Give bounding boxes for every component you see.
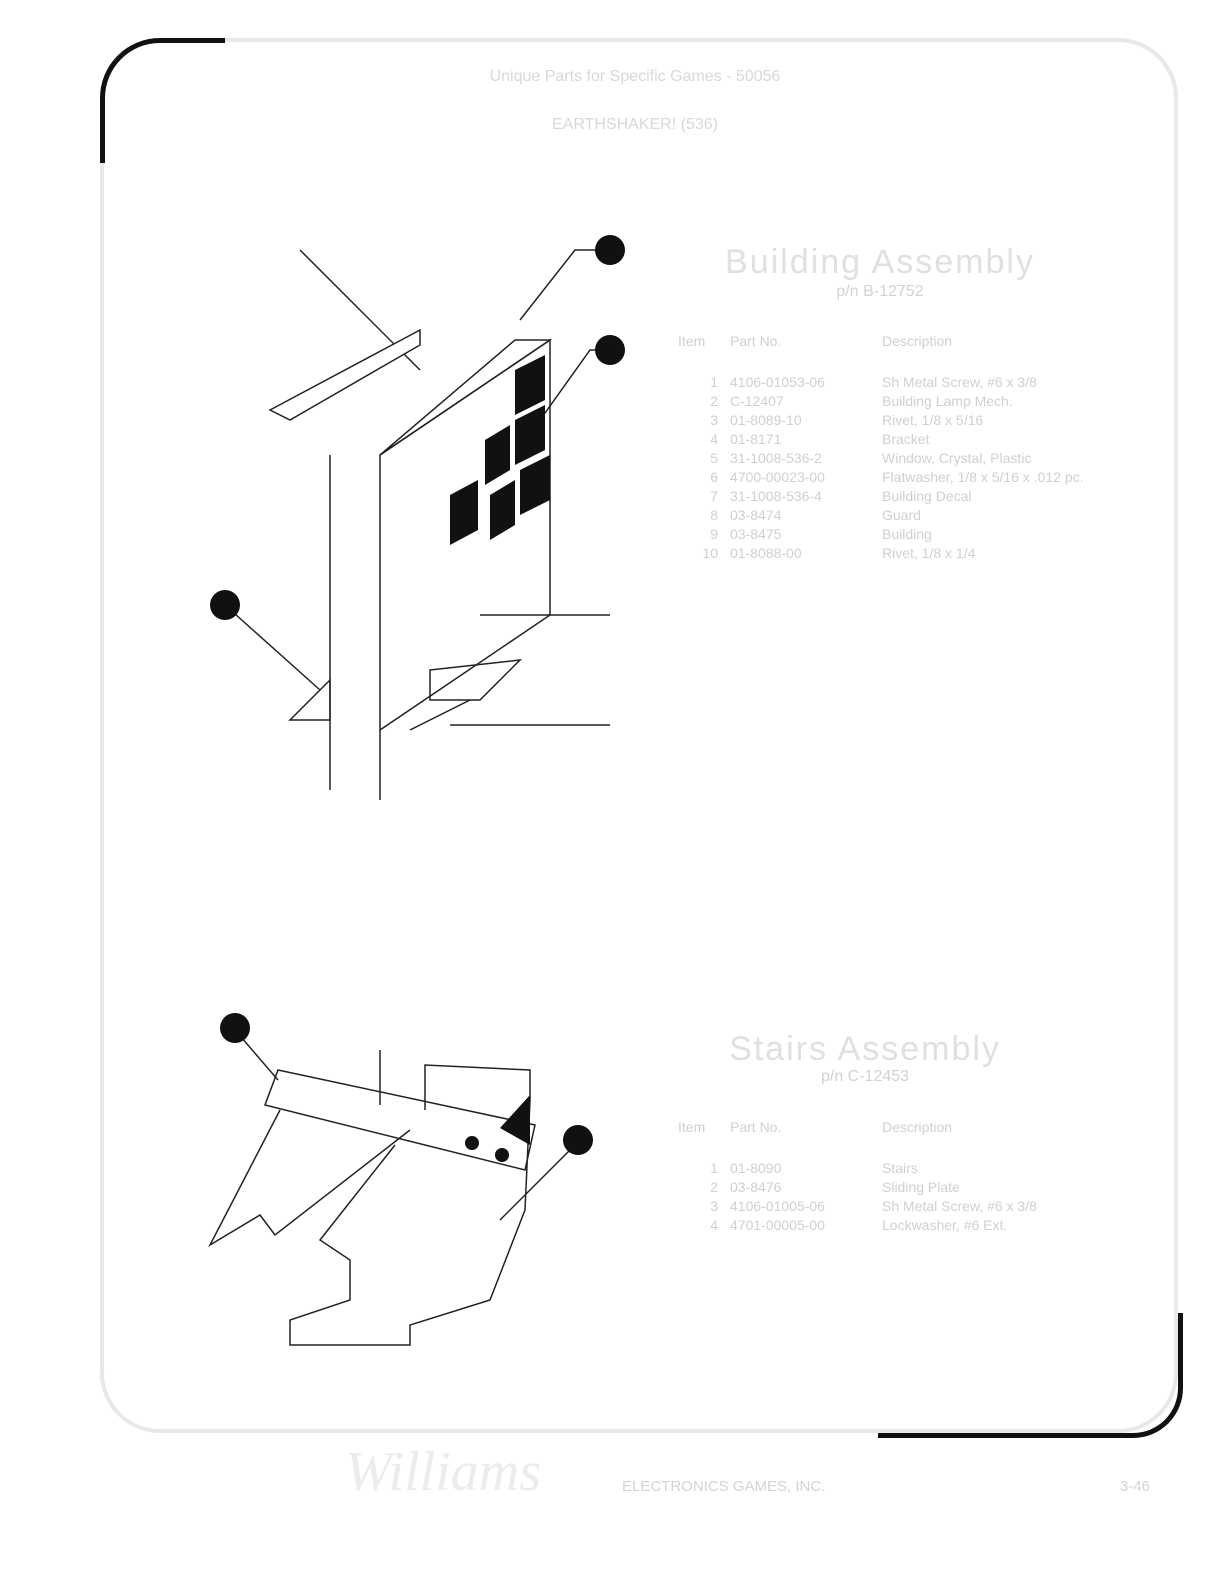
header-line-2: EARTHSHAKER! (536)	[552, 116, 718, 133]
item-number: 5	[710, 450, 718, 466]
item-number: 1	[710, 374, 718, 390]
description: Stairs	[882, 1160, 918, 1176]
building-parts-table: Item Part No. Description 1 4106-01053-06…	[672, 332, 1090, 563]
table-row: 6 4700-00023-00 Flatwasher, 1/8 x 5/16 x .…	[672, 468, 1090, 487]
table-header: Item Part No. Description	[672, 1118, 1043, 1159]
building-part-number: p/n B-12752	[836, 283, 924, 300]
part-number: 01-8089-10	[730, 412, 802, 428]
table-row: 5 31-1008-536-2 Window, Crystal, Plastic	[672, 449, 1090, 468]
building-assembly-diagram	[210, 235, 625, 800]
item-number: 3	[710, 412, 718, 428]
table-row: 8 03-8474 Guard	[672, 506, 1090, 525]
table-row: 1 4106-01053-06 Sh Metal Screw, #6 x 3/8	[672, 373, 1090, 392]
part-number: 31-1008-536-2	[730, 450, 822, 466]
item-number: 4	[710, 1217, 718, 1233]
description: Building Lamp Mech.	[882, 393, 1013, 409]
stairs-part-number: p/n C-12453	[820, 1068, 910, 1085]
item-number: 8	[710, 507, 718, 523]
table-row: 2 03-8476 Sliding Plate	[672, 1178, 1043, 1197]
border-corner-bottom-right	[878, 1313, 1183, 1438]
building-assembly-title: Building Assembly	[725, 243, 1035, 281]
description: Lockwasher, #6 Ext.	[882, 1217, 1008, 1233]
description: Sliding Plate	[882, 1179, 960, 1195]
stairs-parts-table: Item Part No. Description 1 01-8090 Stairs…	[672, 1118, 1043, 1235]
table-row: 9 03-8475 Building	[672, 525, 1090, 544]
part-number: 4700-00023-00	[730, 469, 825, 485]
header-line-1: Unique Parts for Specific Games - 50056	[489, 68, 781, 85]
item-number: 7	[710, 488, 718, 504]
description: Window, Crystal, Plastic	[882, 450, 1032, 466]
table-row: 2 C-12407 Building Lamp Mech.	[672, 392, 1090, 411]
item-number: 3	[710, 1198, 718, 1214]
description: Sh Metal Screw, #6 x 3/8	[882, 1198, 1037, 1214]
part-number: 31-1008-536-4	[730, 488, 822, 504]
footer-company: ELECTRONICS GAMES, INC.	[622, 1478, 826, 1495]
column-header-description: Description	[882, 333, 953, 349]
table-row: 1 01-8090 Stairs	[672, 1159, 1043, 1178]
stairs-assembly-title: Stairs Assembly	[729, 1030, 1001, 1068]
table-row: 10 01-8088-00 Rivet, 1/8 x 1/4	[672, 544, 1090, 563]
table-header: Item Part No. Description	[672, 332, 1090, 373]
part-number: 4106-01053-06	[730, 374, 825, 390]
part-number: 03-8475	[730, 526, 782, 542]
table-row: 4 01-8171 Bracket	[672, 430, 1090, 449]
border-corner-top-left	[100, 38, 225, 163]
williams-logo: Williams	[345, 1441, 542, 1503]
table-row: 4 4701-00005-00 Lockwasher, #6 Ext.	[672, 1216, 1043, 1235]
table-row: 7 31-1008-536-4 Building Decal	[672, 487, 1090, 506]
table-row: 3 4106-01005-06 Sh Metal Screw, #6 x 3/8	[672, 1197, 1043, 1216]
column-header-description: Description	[882, 1119, 953, 1135]
column-header-item: Item	[678, 333, 706, 349]
item-number: 4	[710, 431, 718, 447]
part-number: 03-8476	[730, 1179, 782, 1195]
item-number: 2	[710, 393, 718, 409]
column-header-part-no: Part No.	[730, 1119, 782, 1135]
part-number: 01-8088-00	[730, 545, 802, 561]
description: Building Decal	[882, 488, 972, 504]
description: Rivet, 1/8 x 5/16	[882, 412, 984, 428]
part-number: 4701-00005-00	[730, 1217, 825, 1233]
item-number: 10	[702, 545, 718, 561]
part-number: 4106-01005-06	[730, 1198, 825, 1214]
description: Flatwasher, 1/8 x 5/16 x .012 pc.	[882, 469, 1084, 485]
part-number: 01-8171	[730, 431, 782, 447]
item-number: 1	[710, 1160, 718, 1176]
page-border	[100, 38, 1178, 1433]
description: Rivet, 1/8 x 1/4	[882, 545, 976, 561]
page-number: 3-46	[1120, 1478, 1151, 1495]
column-header-part-no: Part No.	[730, 333, 782, 349]
description: Building	[882, 526, 932, 542]
item-number: 9	[710, 526, 718, 542]
description: Guard	[882, 507, 921, 523]
part-number: C-12407	[730, 393, 784, 409]
stairs-assembly-diagram	[208, 1013, 593, 1346]
part-number: 01-8090	[730, 1160, 782, 1176]
item-number: 2	[710, 1179, 718, 1195]
description: Bracket	[882, 431, 930, 447]
part-number: 03-8474	[730, 507, 782, 523]
table-row: 3 01-8089-10 Rivet, 1/8 x 5/16	[672, 411, 1090, 430]
column-header-item: Item	[678, 1119, 706, 1135]
description: Sh Metal Screw, #6 x 3/8	[882, 374, 1037, 390]
item-number: 6	[710, 469, 718, 485]
